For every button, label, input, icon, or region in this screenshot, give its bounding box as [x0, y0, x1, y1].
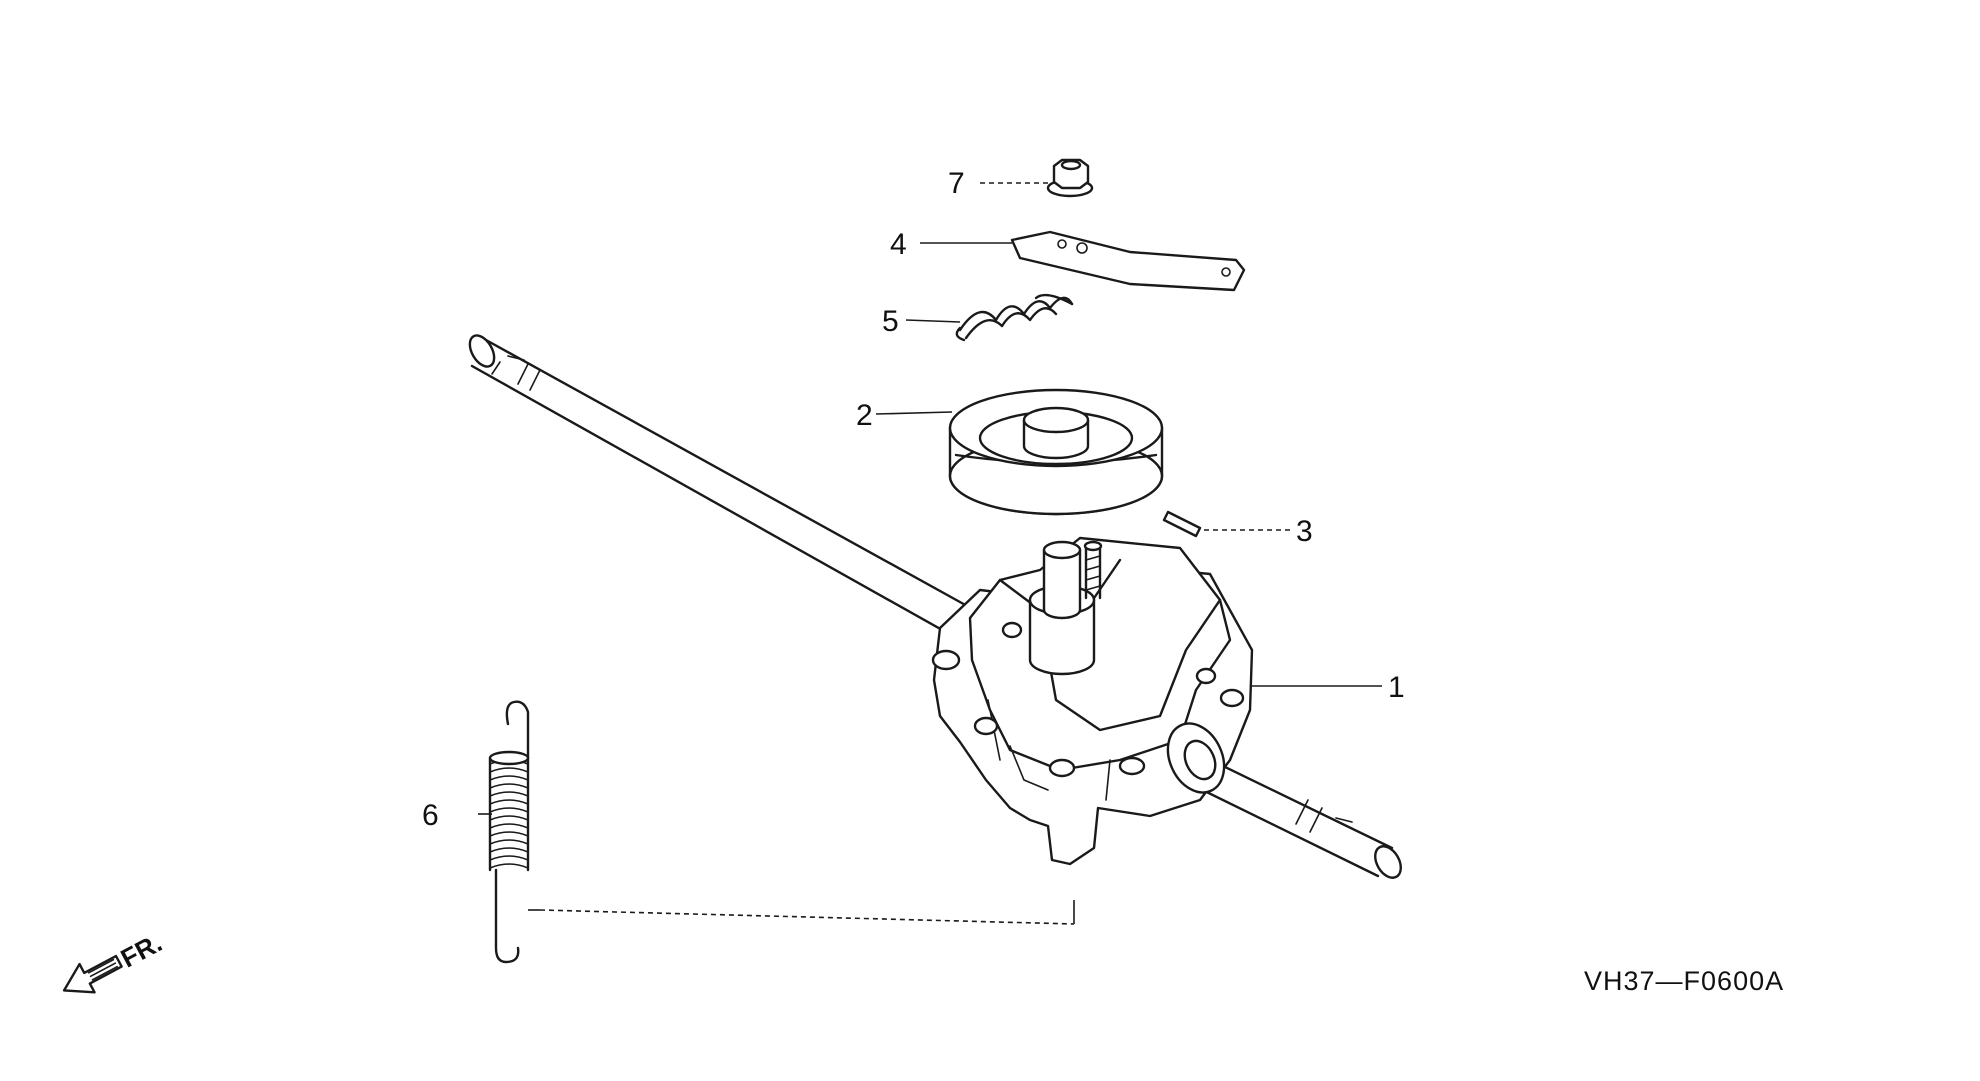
- callout-2: 2: [856, 399, 873, 432]
- plate: [1010, 230, 1246, 292]
- callout-1: 1: [1388, 671, 1405, 704]
- axle-shaft: [468, 334, 1402, 879]
- front-label: FR.: [116, 927, 167, 973]
- callout-3: 3: [1296, 515, 1313, 548]
- leader-lines: [478, 182, 1382, 925]
- pin: [1162, 510, 1202, 538]
- callout-6: 6: [422, 799, 439, 832]
- flange-nut: [1046, 158, 1094, 198]
- transmission-gearbox: [931, 536, 1254, 866]
- callout-numbers: 1 2 3 4 5 6 7: [422, 167, 1405, 832]
- drawing-code: VH37—F0600A: [1584, 966, 1784, 996]
- pulley: [948, 388, 1164, 516]
- torsion-spring: [955, 293, 1074, 342]
- front-direction-indicator: FR.: [62, 927, 167, 994]
- arrow-left-icon: [62, 954, 123, 994]
- callout-5: 5: [882, 305, 899, 338]
- extension-spring: [488, 700, 530, 964]
- callout-4: 4: [890, 228, 907, 261]
- callout-7: 7: [948, 167, 965, 200]
